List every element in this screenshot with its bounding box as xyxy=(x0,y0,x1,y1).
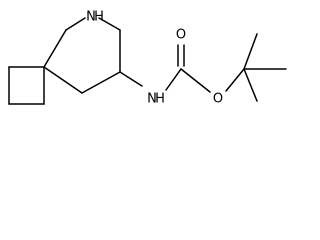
bond-tert-carbon-to-methyl-bottom xyxy=(243,68,258,102)
bond-ring-top-left-to-nitrogen xyxy=(65,17,86,31)
bond-ester-oxygen-to-tert-carbon xyxy=(225,68,245,92)
ring-nitrogen-hydrogen-label: H xyxy=(94,10,104,25)
bond-carbonyl-carbon-to-ester-oxygen xyxy=(180,68,211,93)
carbamate-nitrogen-label: N xyxy=(147,92,157,107)
ester-oxygen-label: O xyxy=(213,92,223,107)
molecule-structure: N H N H O O xyxy=(8,10,287,107)
ring-nitrogen-label: N xyxy=(86,10,96,25)
bond-stereocenter-to-carbamate-nitrogen xyxy=(119,71,143,87)
molecule-diagram: N H N H O O xyxy=(0,0,300,124)
bond-stereocenter-to-ring-bottom xyxy=(81,71,121,94)
bond-nitrogen-to-ring-top-right xyxy=(98,17,121,31)
bond-ring-bottom-to-spiro xyxy=(43,66,83,94)
carbonyl-oxygen-label: O xyxy=(176,28,186,43)
carbamate-nitrogen-hydrogen-label: H xyxy=(155,92,165,107)
bond-tert-carbon-to-methyl-top xyxy=(243,33,258,70)
bond-spiro-to-ring-top-left xyxy=(43,29,67,68)
bond-carbamate-nitrogen-to-carbonyl-carbon xyxy=(165,68,182,91)
